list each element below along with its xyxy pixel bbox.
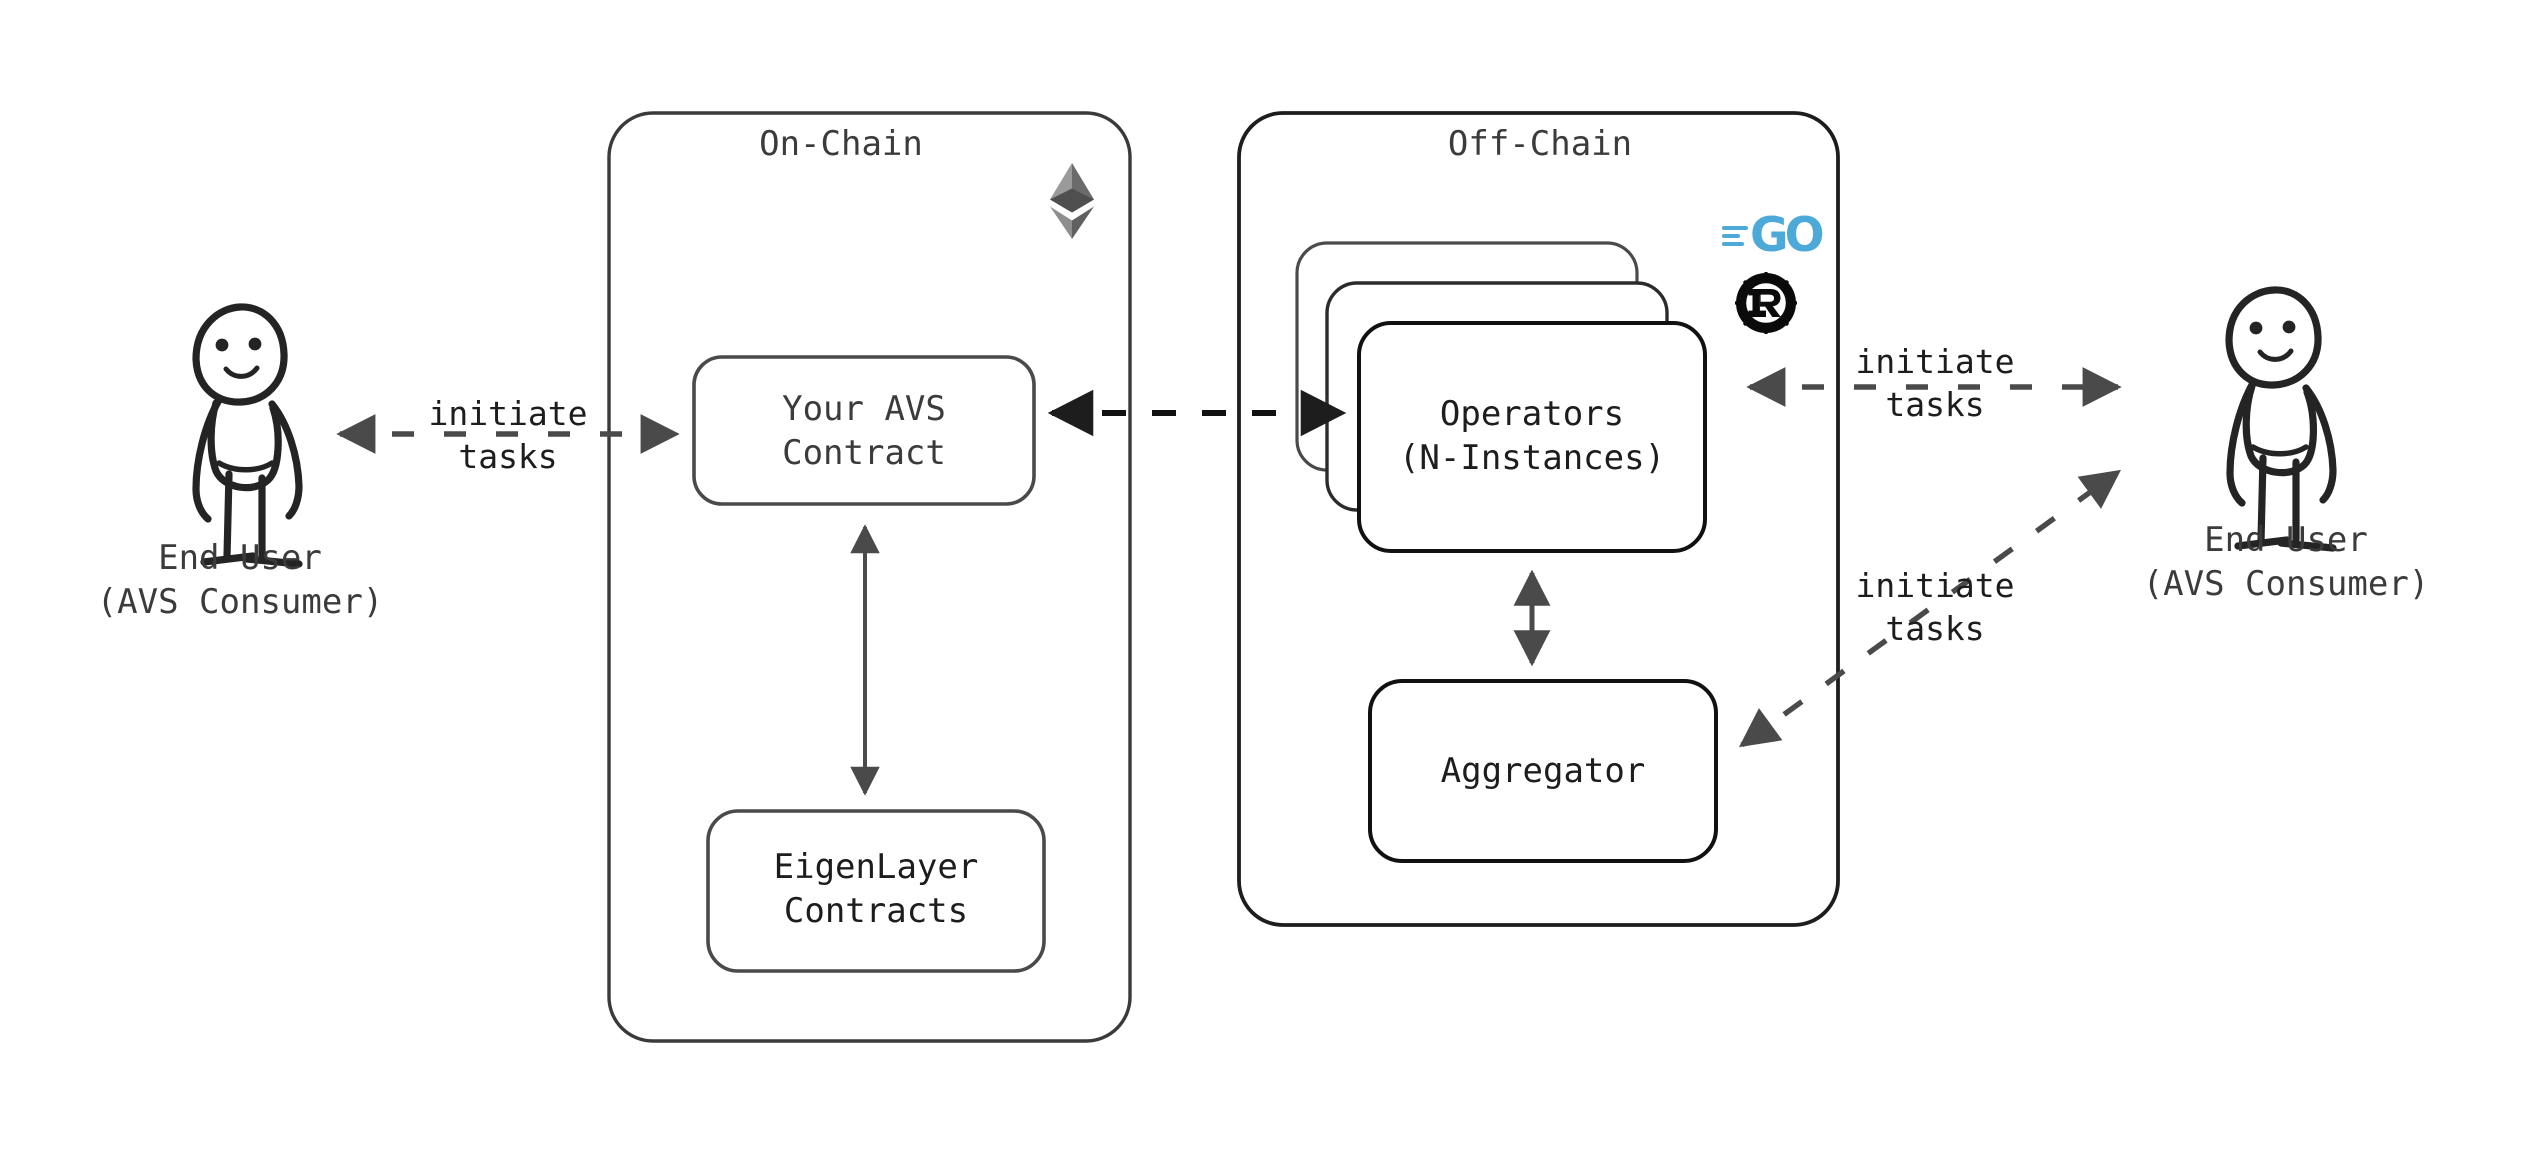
group-on-chain-container [607,111,1132,1043]
actor-end-user-left-figure [192,303,303,568]
go-logo: GO [1722,208,1825,263]
actor-end-user-right-face [2249,320,2296,362]
node-avs-contract-shape[interactable] [692,355,1036,506]
actor-end-user-right-figure [2225,286,2337,552]
node-eigenlayer-shape[interactable] [706,809,1046,973]
actor-end-user-left-face [215,337,262,379]
go-logo-text: GO [1750,208,1825,263]
edge-aggregator-to-user-right [1739,469,2121,748]
typescript-logo-text: TS [1738,164,1788,205]
node-operators-shape[interactable] [1357,321,1707,553]
rust-logo [1735,272,1797,334]
go-logo-speed-lines [1722,225,1748,246]
ethereum-logo [1050,163,1094,239]
typescript-logo: TS [1733,147,1793,207]
node-aggregator-shape[interactable] [1368,679,1718,863]
